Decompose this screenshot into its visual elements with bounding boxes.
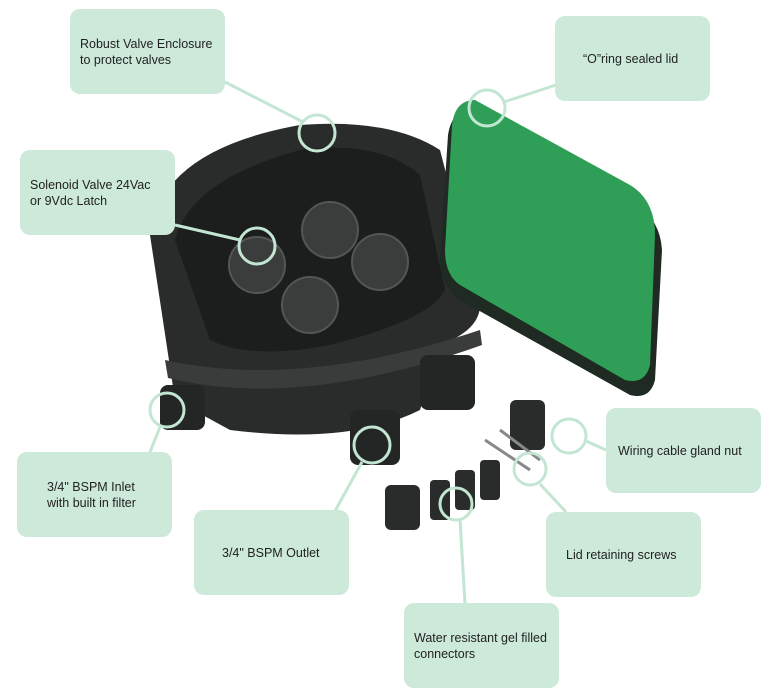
callout-text: to protect valves	[80, 52, 172, 67]
callout-text: 3/4" BSPM Inlet	[47, 479, 135, 494]
callout-text: with built in filter	[47, 495, 136, 510]
callout-text: Robust Valve Enclosure	[80, 36, 213, 51]
callout-oring-lid: “O”ring sealed lid	[555, 16, 710, 101]
callout-cable-gland: Wiring cable gland nut	[606, 408, 761, 493]
callout-text: connectors	[414, 646, 476, 661]
callout-text: 3/4" BSPM Outlet	[222, 545, 320, 560]
solenoid-valves	[228, 201, 409, 334]
green-lid	[440, 100, 662, 396]
callout-outlet: 3/4" BSPM Outlet	[194, 510, 349, 595]
callout-text: Water resistant gel filled	[414, 630, 547, 645]
accessories	[385, 400, 545, 530]
callout-pointers	[148, 80, 607, 604]
callout-text: Solenoid Valve 24Vac	[30, 177, 151, 192]
callout-lid-screws: Lid retaining screws	[546, 512, 701, 597]
callout-text: “O”ring sealed lid	[583, 51, 679, 66]
callout-text: or 9Vdc Latch	[30, 193, 108, 208]
callout-text: Wiring cable gland nut	[618, 443, 742, 458]
callout-text: Lid retaining screws	[566, 547, 677, 562]
